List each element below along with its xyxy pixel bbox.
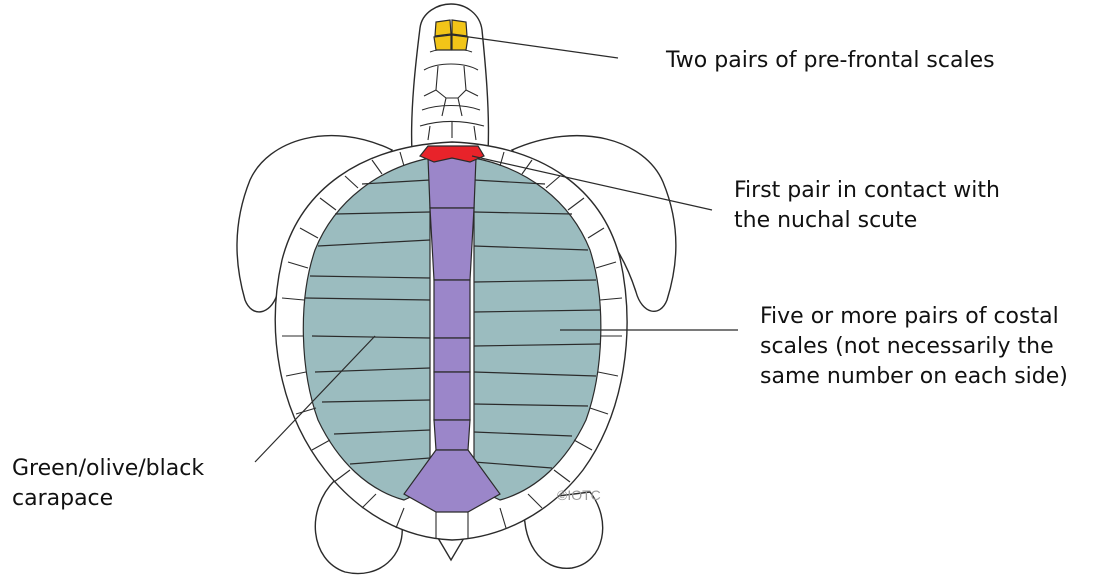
first-pair-label: First pair in contact with the nuchal sc… bbox=[734, 176, 1074, 236]
copyright-credit: ©IOTC bbox=[557, 487, 601, 503]
carapace-label-line2: carapace bbox=[12, 484, 272, 514]
first-pair-label-line1: First pair in contact with bbox=[734, 176, 1074, 206]
tail bbox=[438, 538, 464, 560]
prefrontal-label-text: Two pairs of pre-frontal scales bbox=[666, 48, 995, 73]
prefrontal-callout-line bbox=[462, 36, 618, 58]
costal-label-line1: Five or more pairs of costal bbox=[760, 302, 1118, 332]
prefrontal-label: Two pairs of pre-frontal scales bbox=[666, 46, 1086, 76]
costal-label: Five or more pairs of costal scales (not… bbox=[760, 302, 1118, 392]
costal-label-line2: scales (not necessarily the bbox=[760, 332, 1118, 362]
copyright-credit-text: ©IOTC bbox=[557, 487, 601, 503]
costal-label-line3: same number on each side) bbox=[760, 362, 1118, 392]
carapace-label-line1: Green/olive/black bbox=[12, 454, 272, 484]
carapace-label: Green/olive/black carapace bbox=[12, 454, 272, 514]
first-pair-label-line2: the nuchal scute bbox=[734, 206, 1074, 236]
